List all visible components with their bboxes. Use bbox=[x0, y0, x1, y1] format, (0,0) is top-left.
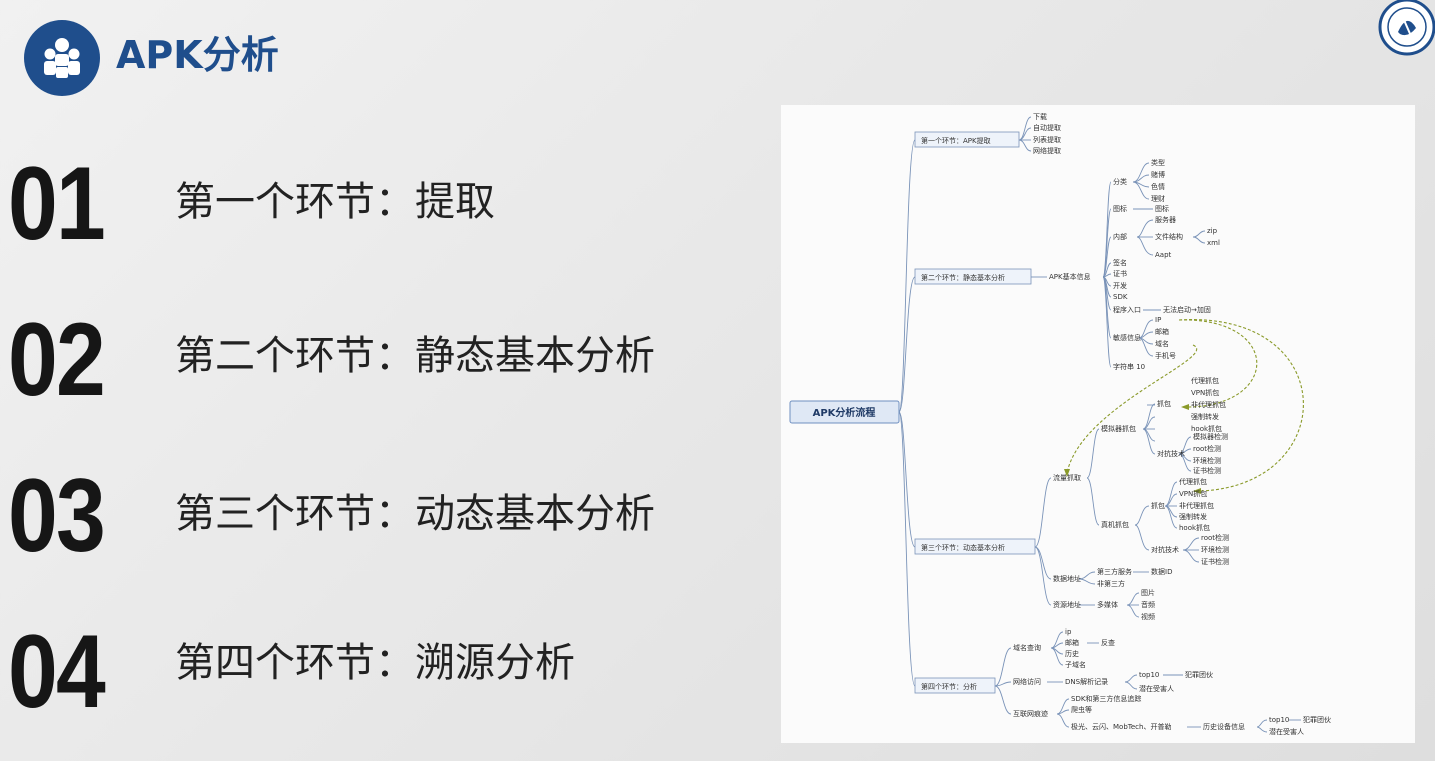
mindmap-node: 图片 bbox=[1141, 588, 1155, 597]
mindmap-node: SDK和第三方信息追踪 bbox=[1071, 694, 1141, 703]
mindmap-panel: APK分析流程 第一个环节：APK提取 第二个环节：静态基本分析 第三个环节：动… bbox=[781, 105, 1415, 743]
section-label: 第二个环节：静态基本分析 bbox=[175, 333, 655, 379]
mindmap-node: 历史设备信息 bbox=[1203, 722, 1245, 731]
page-title: APK分析 bbox=[116, 33, 279, 77]
mindmap-node: 环境检测 bbox=[1201, 545, 1229, 554]
mindmap-node: 流量抓取 bbox=[1053, 473, 1081, 482]
mindmap-node: 列表提取 bbox=[1033, 135, 1061, 144]
mindmap-node: 环境检测 bbox=[1193, 456, 1221, 465]
mindmap-node: 历史 bbox=[1065, 649, 1079, 658]
mindmap-node: 模拟器检测 bbox=[1193, 432, 1228, 441]
mindmap-node: xml bbox=[1207, 239, 1220, 247]
mindmap-node: 下载 bbox=[1033, 112, 1047, 121]
mindmap-node: 模拟器抓包 bbox=[1101, 424, 1136, 433]
mindmap-node: 强制转发 bbox=[1191, 412, 1219, 421]
mindmap-node: SDK bbox=[1113, 293, 1128, 301]
mindmap-node: APK基本信息 bbox=[1049, 272, 1091, 281]
mindmap-node: 分类 bbox=[1113, 177, 1127, 186]
section-label: 第四个环节：溯源分析 bbox=[175, 640, 575, 686]
mindmap-node: 文件结构 bbox=[1155, 232, 1183, 241]
mindmap-node: 资源地址 bbox=[1053, 600, 1081, 609]
mindmap-node: 赌博 bbox=[1151, 170, 1165, 179]
mindmap-branch-2: 第二个环节：静态基本分析 bbox=[921, 273, 1005, 282]
mindmap-branch-4: 第四个环节：分析 bbox=[921, 682, 977, 691]
emblem-logo bbox=[1378, 0, 1435, 56]
mindmap-node: 数据ID bbox=[1151, 567, 1172, 576]
mindmap-node: root检测 bbox=[1193, 444, 1221, 453]
mindmap-node: 无法启动→加固 bbox=[1163, 305, 1211, 314]
mindmap-node: 对抗技术 bbox=[1157, 449, 1185, 458]
mindmap-node: 真机抓包 bbox=[1101, 520, 1129, 529]
mindmap-node: 证书 bbox=[1113, 269, 1127, 278]
mindmap-node: ip bbox=[1065, 628, 1072, 636]
mindmap-node: 敏感信息 bbox=[1113, 333, 1141, 342]
mindmap-node: 自动提取 bbox=[1033, 123, 1061, 132]
mindmap-node: 犯罪团伙 bbox=[1185, 670, 1213, 679]
mindmap-node: 邮箱 bbox=[1155, 327, 1169, 336]
mindmap-node: VPN抓包 bbox=[1179, 489, 1207, 498]
people-icon bbox=[24, 20, 100, 96]
mindmap-node: 色情 bbox=[1151, 182, 1165, 191]
mindmap-node: 子域名 bbox=[1065, 660, 1086, 669]
mindmap-node: Aapt bbox=[1155, 251, 1172, 259]
mindmap-node: 对抗技术 bbox=[1151, 545, 1179, 554]
mindmap-node: VPN抓包 bbox=[1191, 388, 1219, 397]
mindmap-node: 互联网痕迹 bbox=[1013, 709, 1048, 718]
section-number: 04 bbox=[8, 614, 106, 730]
section-number: 03 bbox=[8, 458, 106, 574]
mindmap-node: 潜在受害人 bbox=[1269, 727, 1304, 736]
mindmap-node: 代理抓包 bbox=[1179, 477, 1207, 486]
mindmap-node: 代理抓包 bbox=[1191, 376, 1219, 385]
mindmap-root: APK分析流程 bbox=[813, 406, 876, 419]
mindmap-node: 抓包 bbox=[1157, 399, 1171, 408]
mindmap-node: hook抓包 bbox=[1179, 523, 1210, 532]
mindmap-node: 手机号 bbox=[1155, 351, 1176, 360]
mindmap-node: 邮箱 bbox=[1065, 638, 1079, 647]
mindmap-node: 理财 bbox=[1151, 194, 1165, 203]
mindmap-node: 反查 bbox=[1101, 638, 1115, 647]
mindmap-node: 非第三方 bbox=[1097, 579, 1125, 588]
mindmap-node: 签名 bbox=[1113, 258, 1127, 267]
mindmap-node: 证书检测 bbox=[1201, 557, 1229, 566]
mindmap-node: 域名 bbox=[1155, 339, 1169, 348]
mindmap-branch-3: 第三个环节：动态基本分析 bbox=[921, 543, 1005, 552]
mindmap-node: 抓包 bbox=[1151, 501, 1165, 510]
mindmap-node: 开发 bbox=[1113, 281, 1127, 290]
mindmap-node: root检测 bbox=[1201, 533, 1229, 542]
mindmap-node: 非代理抓包 bbox=[1191, 400, 1226, 409]
mindmap-node: 多媒体 bbox=[1097, 600, 1118, 609]
mindmap-node: zip bbox=[1207, 227, 1218, 235]
mindmap-node: 程序入口 bbox=[1113, 305, 1141, 314]
mindmap-node: 爬虫等 bbox=[1071, 705, 1092, 714]
section-number: 01 bbox=[8, 146, 106, 262]
mindmap-node: 网络提取 bbox=[1033, 146, 1061, 155]
mindmap-node: 音频 bbox=[1141, 600, 1155, 609]
mindmap-node: 内部 bbox=[1113, 232, 1127, 241]
mindmap-node: DNS解析记录 bbox=[1065, 677, 1108, 686]
mindmap-node: top10 bbox=[1269, 716, 1289, 724]
section-label: 第一个环节：提取 bbox=[175, 179, 495, 225]
mindmap-node: 证书检测 bbox=[1193, 466, 1221, 475]
section-label: 第三个环节：动态基本分析 bbox=[175, 491, 655, 537]
section-number: 02 bbox=[8, 302, 106, 418]
mindmap-node: 图标 bbox=[1155, 204, 1169, 213]
mindmap-node: 域名查询 bbox=[1013, 643, 1041, 652]
mindmap-node: top10 bbox=[1139, 671, 1159, 679]
mindmap-node: 字符串 10 bbox=[1113, 362, 1145, 371]
mindmap-node: 犯罪团伙 bbox=[1303, 715, 1331, 724]
mindmap-node: 数据地址 bbox=[1053, 574, 1081, 583]
mindmap-node: 视频 bbox=[1141, 612, 1155, 621]
mindmap-node: 强制转发 bbox=[1179, 512, 1207, 521]
mindmap-node: 网络访问 bbox=[1013, 677, 1041, 686]
mindmap-node: 非代理抓包 bbox=[1179, 501, 1214, 510]
mindmap-node: 类型 bbox=[1151, 158, 1165, 167]
mindmap-node: 潜在受害人 bbox=[1139, 684, 1174, 693]
mindmap-node: 服务器 bbox=[1155, 215, 1176, 224]
mindmap-node: 第三方服务 bbox=[1097, 567, 1132, 576]
mindmap-node: hook抓包 bbox=[1191, 424, 1222, 433]
mindmap-node: IP bbox=[1155, 316, 1161, 324]
mindmap-node: 图标 bbox=[1113, 204, 1127, 213]
mindmap-node: 极光、云闪、MobTech、开普勒 bbox=[1071, 722, 1171, 731]
mindmap-branch-1: 第一个环节：APK提取 bbox=[921, 136, 991, 145]
